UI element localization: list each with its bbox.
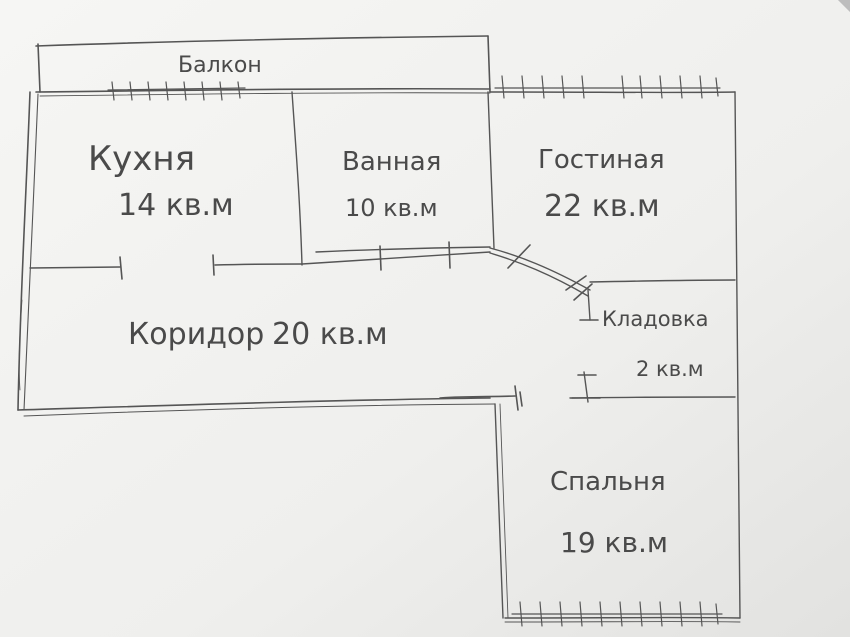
outer-wall-bottom [17,395,516,417]
bedroom-name-label: Спальня [550,467,666,497]
window-balcony [107,81,246,101]
bathroom-name-label: Ванная [342,147,441,177]
corridor-area-label: 20 кв.м [272,317,388,352]
bathroom-area-label: 10 кв.м [345,194,438,222]
window-bedroom [511,601,723,627]
kitchen-name-label: Кухня [88,139,195,179]
storage-area-label: 2 кв.м [636,357,704,381]
interior-walls [29,91,741,623]
paper-edge-shadow [838,0,850,12]
balcony-label: Балкон [178,53,262,78]
living-room-area-label: 22 кв.м [544,189,660,224]
bedroom-area-label: 19 кв.м [560,526,668,559]
outer-wall-left [17,91,39,411]
storage-name-label: Кладовка [602,307,709,331]
balcony-outline [35,35,491,97]
kitchen-area-label: 14 кв.м [118,188,234,223]
corridor-name-label: Коридор [128,317,264,352]
window-living-room [494,75,721,99]
living-room-name-label: Гостиная [538,145,665,175]
door-markers [119,241,601,411]
